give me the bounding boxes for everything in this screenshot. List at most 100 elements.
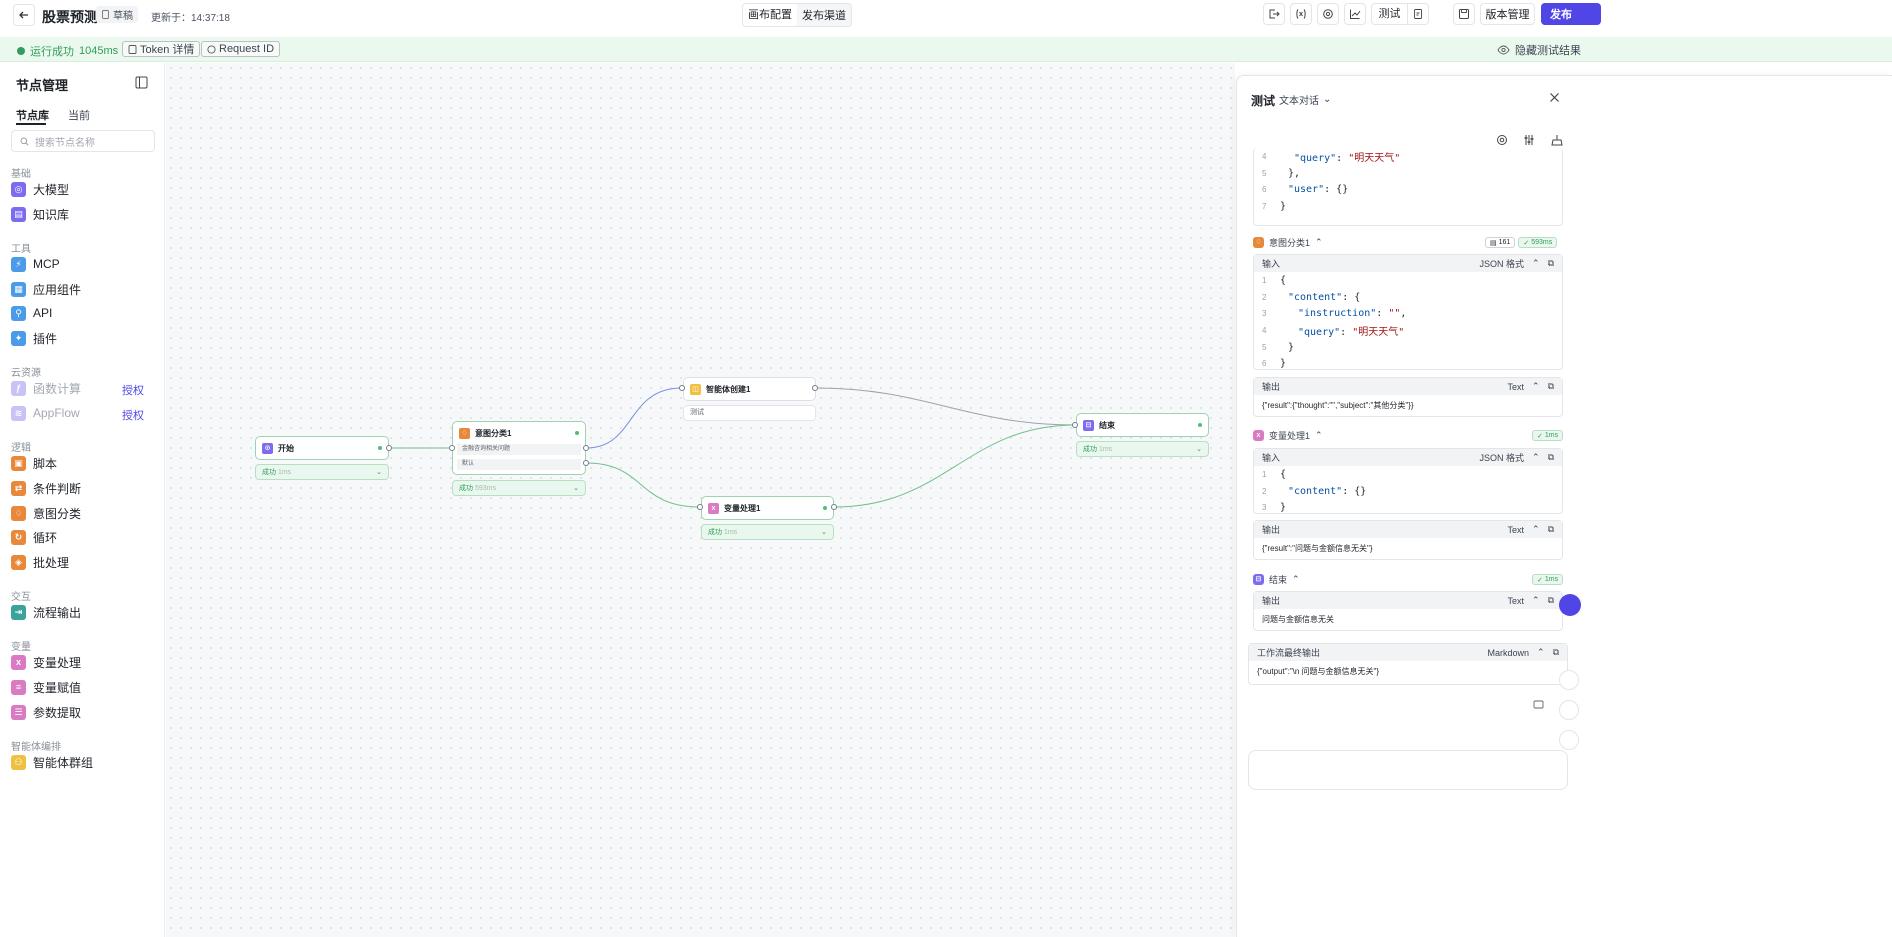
node-start-out-port[interactable]: [386, 445, 392, 451]
code-line: 5},: [1254, 165, 1562, 182]
sidebar-item-loop[interactable]: ↻循环: [11, 528, 57, 546]
sidebar-item-agent-group[interactable]: ⚇智能体群组: [11, 753, 93, 771]
authorize-function-link[interactable]: 授权: [122, 385, 144, 397]
sidebar-item-param-extract[interactable]: ☰参数提取: [11, 703, 81, 721]
intent-section-header[interactable]: ♢ 意图分类1 ⌃: [1253, 235, 1323, 249]
code-punct: {: [1354, 291, 1361, 303]
shuffle-icon: ⇄: [11, 480, 26, 496]
sidebar-item-label: API: [33, 306, 53, 320]
sidebar-item-knowledge[interactable]: ▤知识库: [11, 205, 69, 223]
back-button[interactable]: [13, 4, 35, 26]
sidebar-item-flow-output[interactable]: ⇥流程输出: [11, 603, 81, 621]
floating-close-button[interactable]: [1559, 730, 1579, 750]
token-badge: ▤161: [1485, 237, 1516, 248]
node-varproc-out-port[interactable]: [831, 504, 837, 510]
panel-target-button[interactable]: [1496, 134, 1508, 146]
copy-icon[interactable]: ⧉: [1547, 381, 1554, 391]
node-agent-in-port[interactable]: [679, 385, 685, 391]
test-history-button[interactable]: [1408, 8, 1428, 20]
node-intent-result[interactable]: 成功 593ms ⌄: [452, 480, 586, 496]
floating-doc-button[interactable]: [1559, 670, 1579, 690]
chat-input-box[interactable]: [1248, 750, 1568, 790]
tab-canvas-config[interactable]: 画布配置: [743, 4, 797, 26]
end-output-format[interactable]: Text: [1507, 595, 1525, 606]
sidebar-item-intent[interactable]: ♢意图分类: [11, 504, 81, 522]
panel-clean-button[interactable]: [1551, 134, 1563, 146]
export-button[interactable]: [1263, 3, 1285, 25]
node-end[interactable]: ⊟ 结束: [1076, 413, 1209, 437]
sidebar-item-mcp[interactable]: ⚡MCP: [11, 255, 60, 273]
node-agent[interactable]: ◫ 智能体创建1: [683, 377, 816, 401]
node-varproc-result[interactable]: 成功 1ms ⌄: [701, 524, 834, 540]
node-end-result[interactable]: 成功 1ms ⌄: [1076, 441, 1209, 457]
var-section-header[interactable]: x 变量处理1 ⌃: [1253, 428, 1323, 442]
intent-output-format[interactable]: Text: [1507, 381, 1525, 392]
sidebar-item-condition[interactable]: ⇄条件判断: [11, 479, 81, 497]
node-intent-out-port-1[interactable]: [583, 445, 589, 451]
floating-avatar[interactable]: [1559, 594, 1581, 616]
node-end-in-port[interactable]: [1072, 422, 1078, 428]
node-search-box[interactable]: 搜索节点名称: [11, 130, 155, 152]
sidebar-item-llm[interactable]: ◎大模型: [11, 180, 69, 198]
floating-like-button[interactable]: [1559, 700, 1579, 720]
copy-icon[interactable]: ⧉: [1547, 524, 1554, 534]
feedback-button[interactable]: [1533, 700, 1544, 711]
sidebar-item-label: 变量赋值: [33, 680, 82, 695]
tab-node-library[interactable]: 节点库: [16, 110, 49, 122]
version-button[interactable]: 版本管理: [1480, 3, 1535, 25]
node-agent-out-port[interactable]: [812, 385, 818, 391]
panel-sliders-button[interactable]: [1523, 134, 1535, 146]
copy-icon[interactable]: ⧉: [1547, 595, 1554, 605]
publish-button[interactable]: 发布: [1541, 3, 1601, 25]
hide-test-results[interactable]: 隐藏测试结果: [1497, 42, 1581, 58]
chevron-up-icon[interactable]: ⌃: [1532, 258, 1540, 268]
request-id-button[interactable]: Request ID: [201, 41, 281, 57]
sidebar-item-script[interactable]: ▣脚本: [11, 454, 57, 472]
node-start[interactable]: ⊙ 开始: [255, 436, 389, 460]
var-input-format[interactable]: JSON 格式: [1479, 453, 1525, 463]
copy-icon[interactable]: ⧉: [1547, 452, 1554, 462]
save-button[interactable]: [1453, 3, 1475, 25]
test-button[interactable]: 测试: [1372, 4, 1408, 24]
node-intent[interactable]: ♢ 意图分类1 金融咨询相关问题 默认: [452, 421, 586, 475]
tab-current[interactable]: 当前: [68, 110, 90, 122]
node-varproc-status-row: 成功 1ms: [708, 527, 737, 537]
collapse-sidebar-button[interactable]: [135, 76, 148, 89]
node-varproc-in-port[interactable]: [697, 504, 703, 510]
authorize-appflow-link[interactable]: 授权: [122, 410, 144, 422]
chevron-up-icon[interactable]: ⌃: [1532, 524, 1540, 534]
close-panel-button[interactable]: [1549, 92, 1560, 103]
chat-feedback-icon: [1533, 700, 1544, 709]
chevron-up-icon[interactable]: ⌃: [1532, 452, 1540, 462]
end-section-header[interactable]: ⊟ 结束 ⌃: [1253, 572, 1300, 586]
chevron-up-icon[interactable]: ⌃: [1532, 595, 1540, 605]
node-intent-out-port-2[interactable]: [583, 460, 589, 466]
sidebar-item-app-component[interactable]: ▦应用组件: [11, 280, 81, 298]
sidebar-item-batch[interactable]: ◈批处理: [11, 553, 69, 571]
node-start-result[interactable]: 成功 1ms ⌄: [255, 464, 389, 480]
node-varproc[interactable]: x 变量处理1: [701, 496, 834, 520]
copy-icon[interactable]: ⧉: [1552, 647, 1559, 657]
tab-publish-channel[interactable]: 发布渠道: [802, 10, 846, 22]
copy-icon[interactable]: ⧉: [1547, 258, 1554, 268]
variable-button[interactable]: [1290, 3, 1312, 25]
code-line: 5}: [1254, 339, 1562, 356]
sidebar-item-plugin[interactable]: ✦插件: [11, 329, 57, 347]
workflow-canvas[interactable]: ⊙ 开始 成功 1ms ⌄ ♢ 意图分类1 金融咨询相关问题 默认 成功 593…: [166, 63, 1235, 937]
chat-mode-select[interactable]: 文本对话 ⌄: [1279, 92, 1331, 107]
chevron-up-icon[interactable]: ⌃: [1532, 381, 1540, 391]
final-output-tools: Markdown ⌃ ⧉: [1488, 647, 1560, 658]
chart-button[interactable]: [1344, 3, 1366, 25]
settings-button[interactable]: [1317, 3, 1339, 25]
code-punct: :: [1342, 485, 1355, 497]
token-detail-button[interactable]: Token 详情: [122, 41, 201, 57]
intent-input-format[interactable]: JSON 格式: [1479, 259, 1525, 269]
node-intent-in-port[interactable]: [449, 445, 455, 451]
final-output-format[interactable]: Markdown: [1487, 647, 1530, 658]
sidebar-item-var-assign[interactable]: ≡变量赋值: [11, 678, 81, 696]
link-icon: ⚲: [11, 305, 26, 321]
chevron-up-icon[interactable]: ⌃: [1537, 647, 1545, 657]
sidebar-item-api[interactable]: ⚲ API: [11, 304, 52, 322]
var-output-format[interactable]: Text: [1507, 524, 1525, 535]
